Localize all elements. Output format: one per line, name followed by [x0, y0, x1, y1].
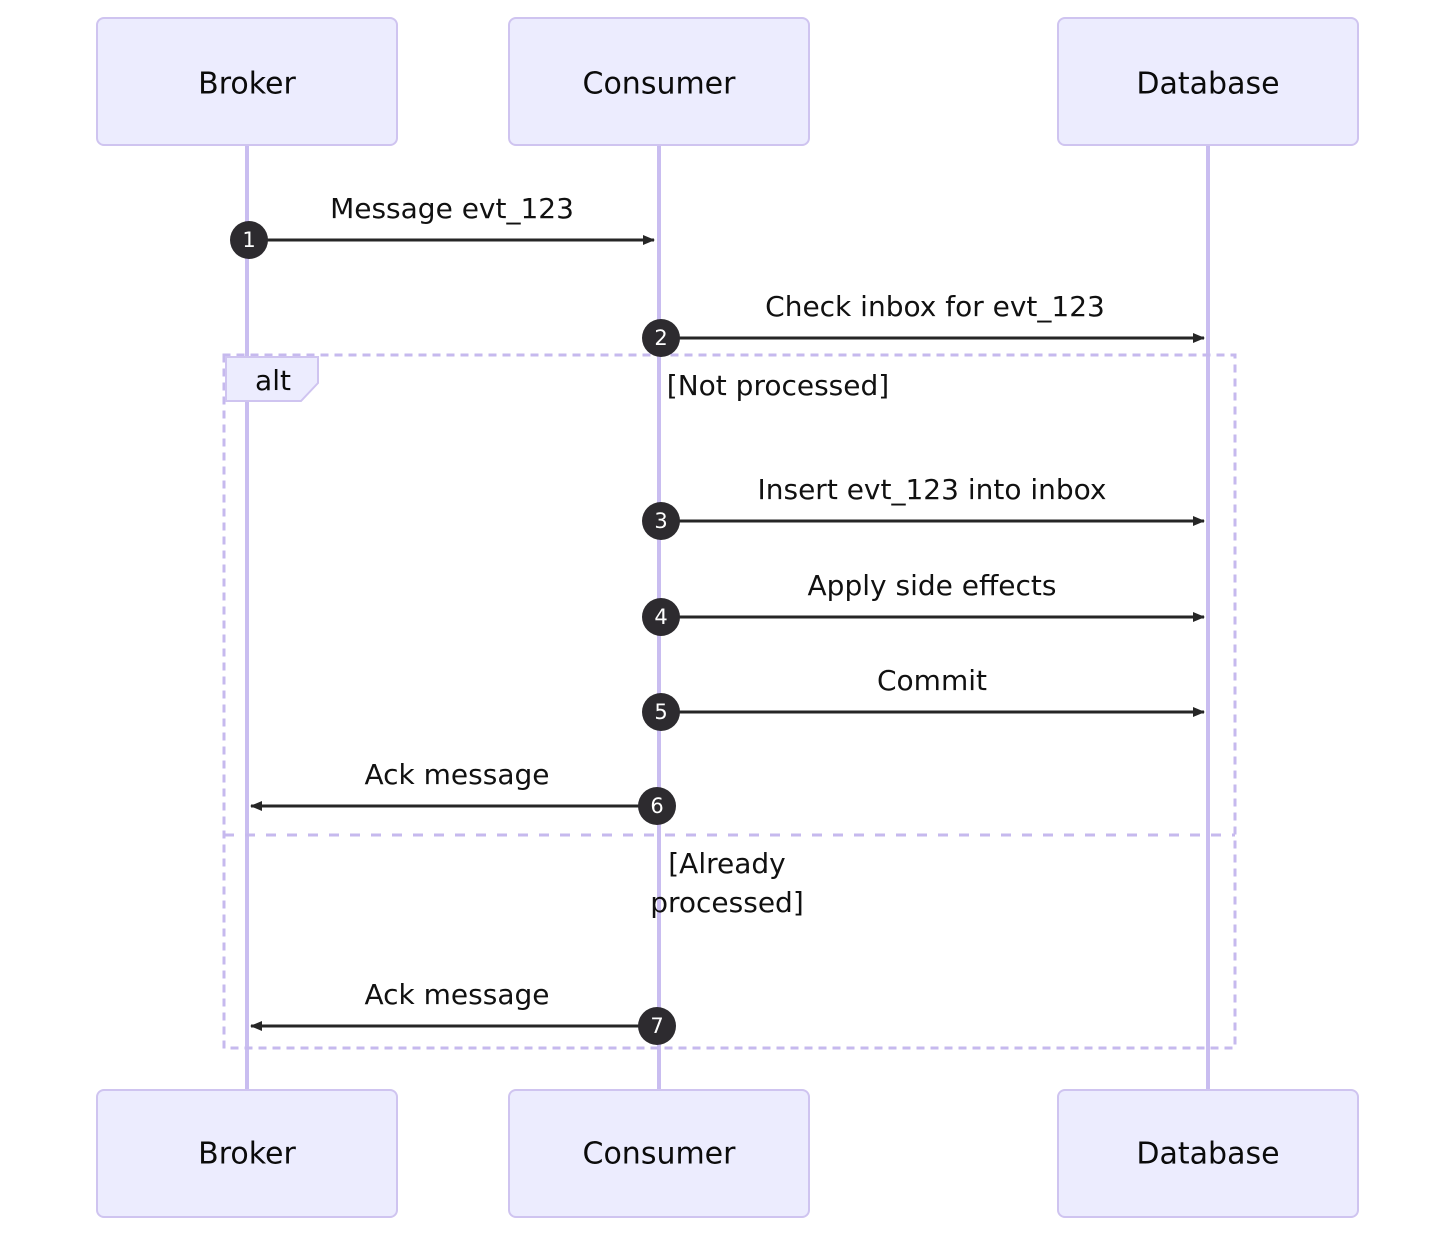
message-7-seq: 7	[650, 1014, 663, 1038]
participant-label-consumer-bottom: Consumer	[583, 1137, 737, 1172]
message-2-label: Check inbox for evt_123	[765, 290, 1105, 323]
message-3[interactable]: Insert evt_123 into inbox 3	[642, 473, 1205, 540]
message-4-badge	[642, 598, 680, 636]
message-5[interactable]: Commit 5	[642, 664, 1205, 731]
participant-box-broker-top[interactable]	[96, 17, 398, 146]
alt-keyword-label: alt	[255, 364, 291, 397]
participant-label-database-top: Database	[1136, 67, 1279, 102]
message-5-badge	[642, 693, 680, 731]
message-1-seq: 1	[242, 228, 255, 252]
participant-label-broker-bottom: Broker	[198, 1137, 296, 1172]
alt-frame-border	[222, 353, 1237, 1050]
participant-box-database-top[interactable]	[1057, 17, 1359, 146]
message-1[interactable]: Message evt_123 1	[230, 192, 655, 259]
message-4[interactable]: Apply side effects 4	[642, 569, 1205, 636]
message-5-label: Commit	[877, 664, 987, 697]
message-7-badge	[638, 1007, 676, 1045]
alt-condition-label-2: [Already processed]	[650, 847, 804, 919]
message-6-label: Ack message	[364, 758, 549, 791]
message-2-badge	[642, 319, 680, 357]
alt-condition-label-2-line1: [Already	[668, 847, 785, 880]
alt-condition-label-2-line2: processed]	[650, 886, 804, 919]
alt-keyword-tab	[225, 356, 319, 402]
message-4-label: Apply side effects	[808, 569, 1057, 602]
participant-boxes-top	[96, 17, 1359, 146]
participant-box-database-bottom[interactable]	[1057, 1089, 1359, 1218]
participant-box-consumer-top[interactable]	[508, 17, 810, 146]
message-7[interactable]: Ack message 7	[250, 978, 676, 1045]
message-6[interactable]: Ack message 6	[250, 758, 676, 825]
participant-label-broker-top: Broker	[198, 67, 296, 102]
message-1-label: Message evt_123	[330, 192, 574, 225]
message-6-seq: 6	[650, 794, 663, 818]
participant-box-consumer-bottom[interactable]	[508, 1089, 810, 1218]
message-2-seq: 2	[654, 326, 667, 350]
message-2[interactable]: Check inbox for evt_123 2	[642, 290, 1205, 357]
participant-label-database-bottom: Database	[1136, 1137, 1279, 1172]
participant-box-broker-bottom[interactable]	[96, 1089, 398, 1218]
participant-boxes-bottom	[96, 1089, 1359, 1218]
alt-condition-label-1: [Not processed]	[667, 369, 889, 402]
message-4-seq: 4	[654, 605, 667, 629]
message-7-label: Ack message	[364, 978, 549, 1011]
participant-label-consumer-top: Consumer	[583, 67, 737, 102]
message-3-badge	[642, 502, 680, 540]
message-5-seq: 5	[654, 700, 667, 724]
message-1-badge	[230, 221, 268, 259]
alt-fragment-frame	[222, 353, 1237, 1050]
message-6-badge	[638, 787, 676, 825]
message-3-seq: 3	[654, 509, 667, 533]
message-3-label: Insert evt_123 into inbox	[757, 473, 1106, 506]
